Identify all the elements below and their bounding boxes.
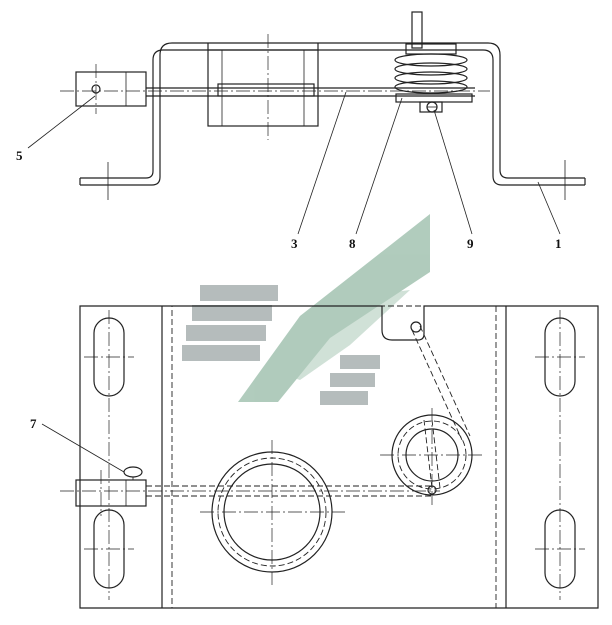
bottom-view (60, 305, 599, 609)
spring-coil (394, 53, 468, 67)
spring-arm (419, 325, 471, 437)
watermark-logo (182, 214, 430, 405)
callout-1: 1 (555, 236, 562, 251)
callout-9: 9 (467, 236, 474, 251)
watermark-bar (200, 285, 278, 301)
callout-3: 3 (291, 236, 298, 251)
watermark-bar (186, 325, 266, 341)
leader-lines (27, 91, 561, 473)
hidden-outline (171, 305, 497, 609)
leader-8 (355, 97, 403, 235)
watermark-bar (340, 355, 380, 369)
leader-3 (297, 91, 347, 235)
leader-1 (537, 181, 561, 235)
watermark-chevron (270, 290, 410, 380)
spring-arm-link (431, 419, 441, 489)
connector-block (75, 71, 147, 107)
spring-coil (394, 80, 468, 94)
spring-coil (394, 71, 468, 85)
base-plate (79, 305, 599, 609)
spring-cap (405, 43, 457, 55)
watermark-bar (192, 305, 272, 321)
callouts: 5 3 8 9 1 7 (16, 148, 562, 431)
spring-arm-link (423, 419, 433, 489)
screw-7-head (123, 466, 143, 478)
watermark-bar (330, 373, 375, 387)
spring-pivot (427, 485, 437, 495)
spring-shaft (411, 11, 423, 49)
spring-arm-end (410, 321, 422, 333)
bracket-inner (80, 49, 585, 186)
leader-5 (27, 95, 96, 149)
watermark-bar (182, 345, 260, 361)
spring (394, 11, 473, 113)
callout-8: 8 (349, 236, 356, 251)
connector-block-plan (75, 479, 147, 507)
callout-7: 7 (30, 416, 37, 431)
block-slot (217, 83, 315, 97)
leader-7 (41, 423, 125, 473)
callout-5: 5 (16, 148, 23, 163)
leader-9 (433, 109, 473, 235)
watermark-bar (320, 391, 368, 405)
spring-bore-hidden (397, 420, 467, 490)
spring-base (395, 93, 473, 103)
spring-coil (394, 62, 468, 76)
bracket-outline (80, 42, 585, 186)
spring-arm (411, 329, 463, 441)
top-view (60, 11, 586, 200)
